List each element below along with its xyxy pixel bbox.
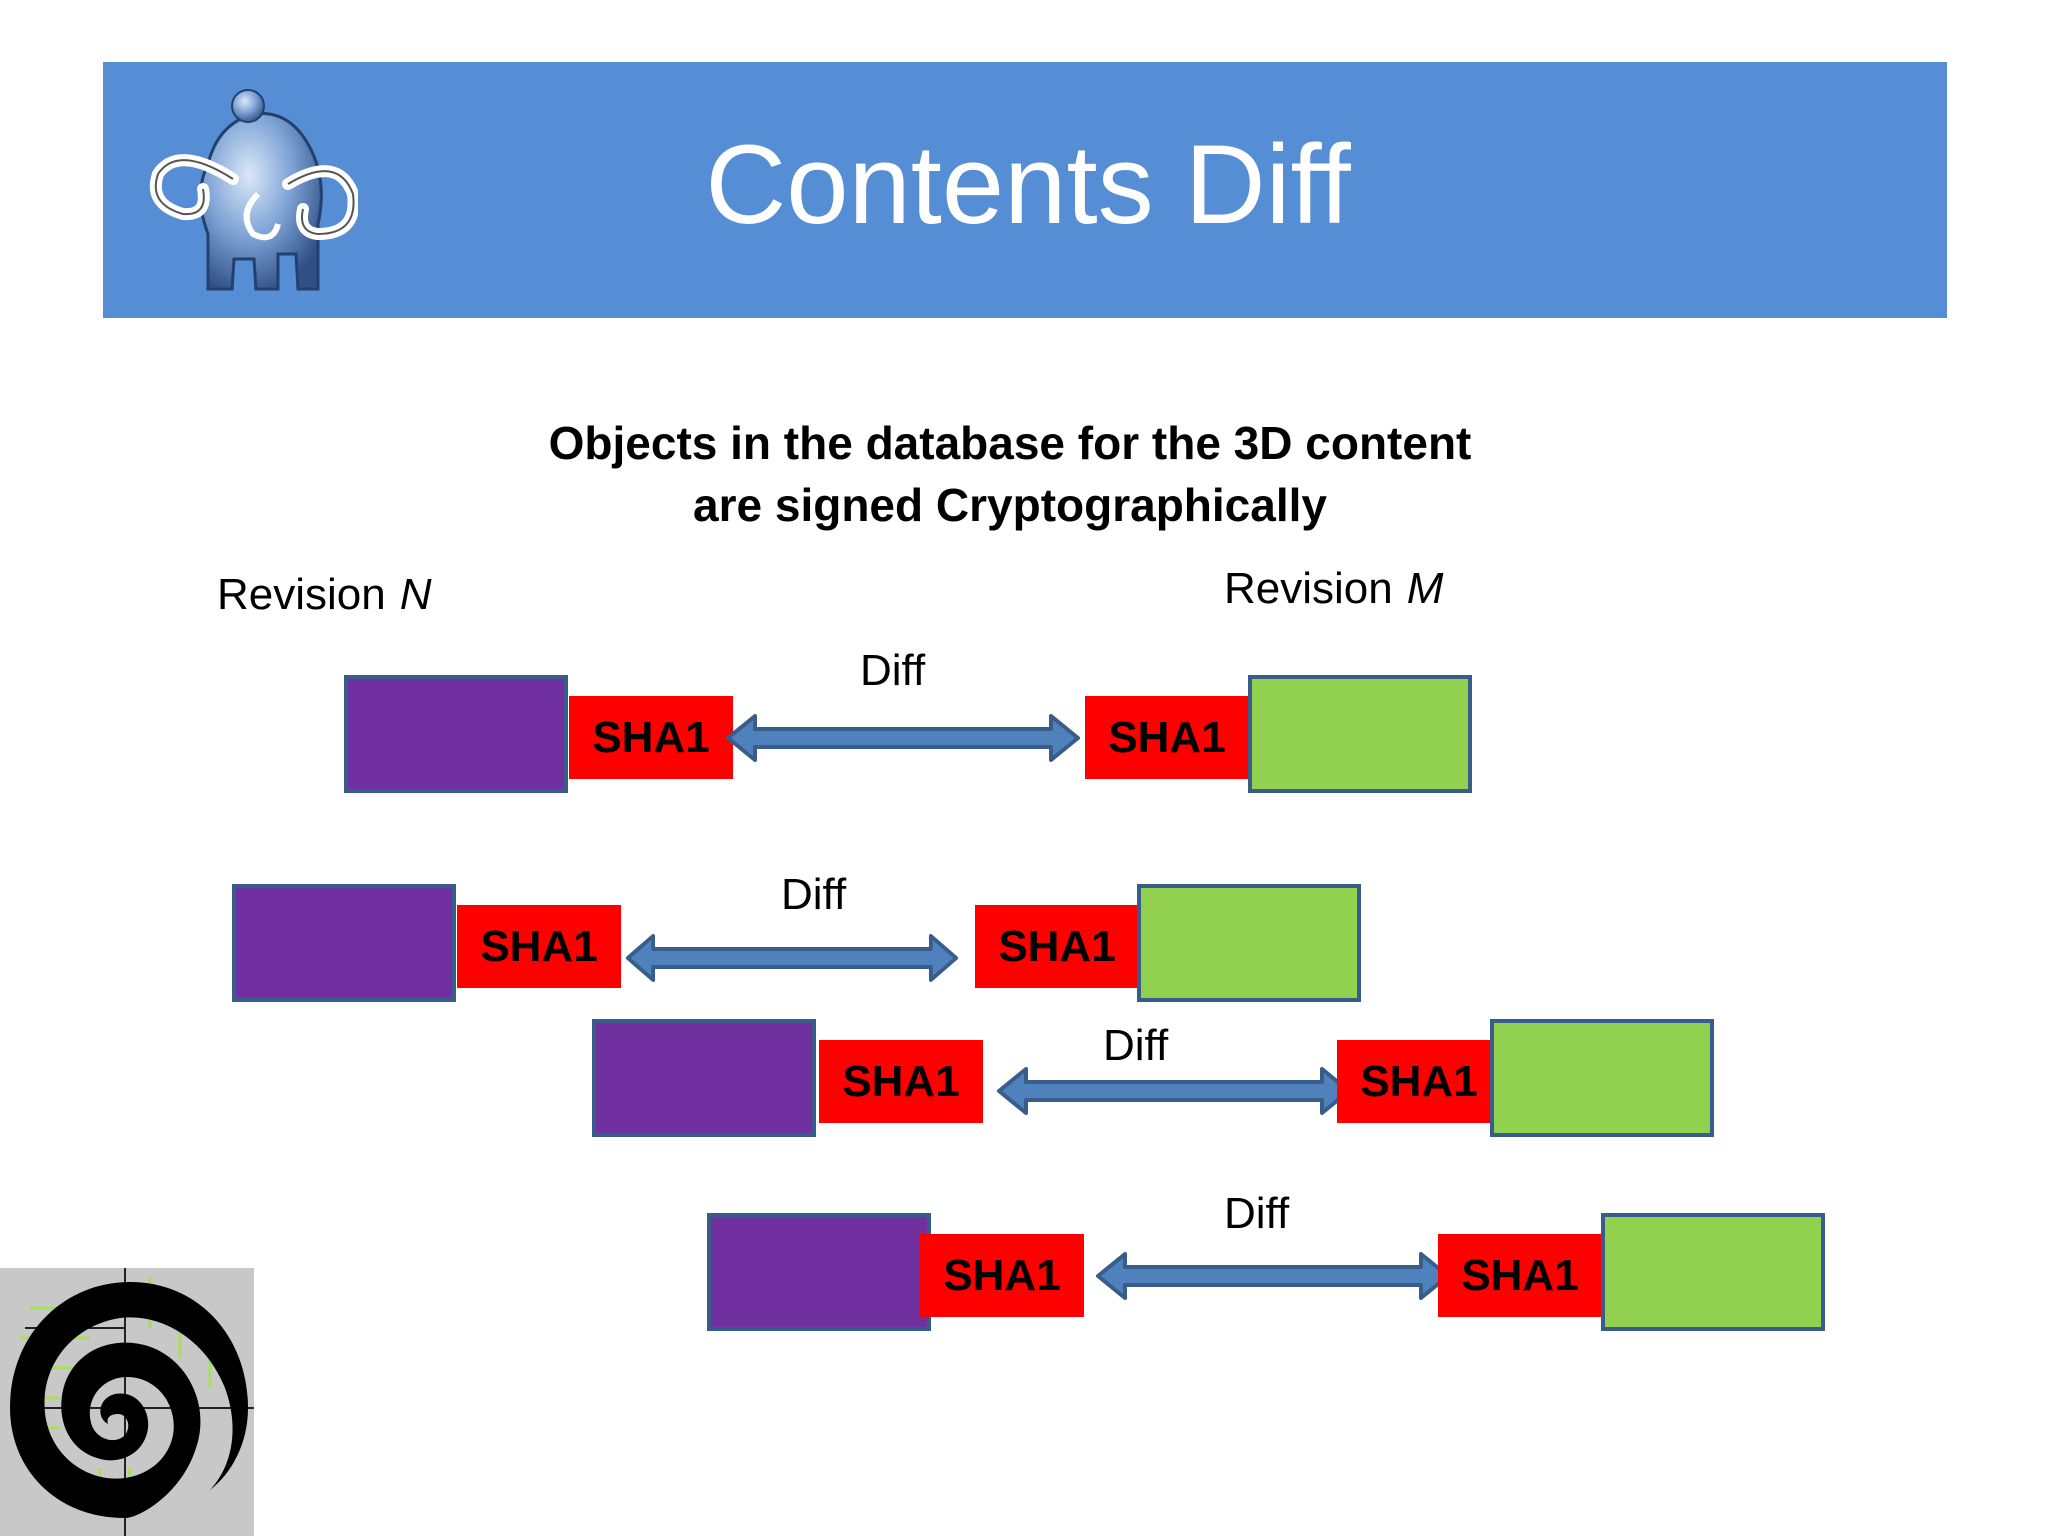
new-object-hash: SHA1 xyxy=(1085,696,1249,779)
slide-title: Contents Diff xyxy=(705,122,1351,247)
diff-label: Diff xyxy=(781,870,847,919)
revision-m-label: Revision M xyxy=(1224,564,1443,614)
old-object-hash: SHA1 xyxy=(457,905,621,988)
mammoth-logo-icon xyxy=(149,89,358,291)
new-object-hash: SHA1 xyxy=(1337,1040,1501,1123)
subtitle-line-1: Objects in the database for the 3D conte… xyxy=(548,417,1472,469)
diff-label: Diff xyxy=(1103,1021,1169,1070)
double-arrow-icon xyxy=(726,714,1080,762)
revision-n-label: Revision N xyxy=(217,570,432,620)
spiral-logo-icon xyxy=(0,1268,254,1536)
new-object-box xyxy=(1490,1019,1714,1137)
old-object-hash: SHA1 xyxy=(819,1040,983,1123)
old-object-box xyxy=(232,884,456,1002)
double-arrow-icon xyxy=(625,934,959,982)
old-object-box xyxy=(707,1213,931,1331)
title-banner: Contents Diff xyxy=(103,62,1947,318)
revision-m-variable: M xyxy=(1406,564,1444,613)
subtitle-line-2: are signed Cryptographically xyxy=(693,479,1327,531)
diff-label: Diff xyxy=(860,646,926,695)
new-object-hash: SHA1 xyxy=(975,905,1139,988)
old-object-hash: SHA1 xyxy=(569,696,733,779)
diff-label: Diff xyxy=(1224,1189,1290,1238)
revision-n-text: Revision xyxy=(217,570,386,619)
old-object-box xyxy=(592,1019,816,1137)
old-object-hash: SHA1 xyxy=(920,1234,1084,1317)
double-arrow-icon xyxy=(997,1067,1351,1115)
new-object-box xyxy=(1137,884,1361,1002)
slide-subtitle: Objects in the database for the 3D conte… xyxy=(450,412,1570,536)
new-object-hash: SHA1 xyxy=(1438,1234,1602,1317)
old-object-box xyxy=(344,675,568,793)
revision-n-variable: N xyxy=(399,570,432,619)
double-arrow-icon xyxy=(1096,1252,1450,1300)
revision-m-text: Revision xyxy=(1224,564,1393,613)
new-object-box xyxy=(1601,1213,1825,1331)
new-object-box xyxy=(1248,675,1472,793)
